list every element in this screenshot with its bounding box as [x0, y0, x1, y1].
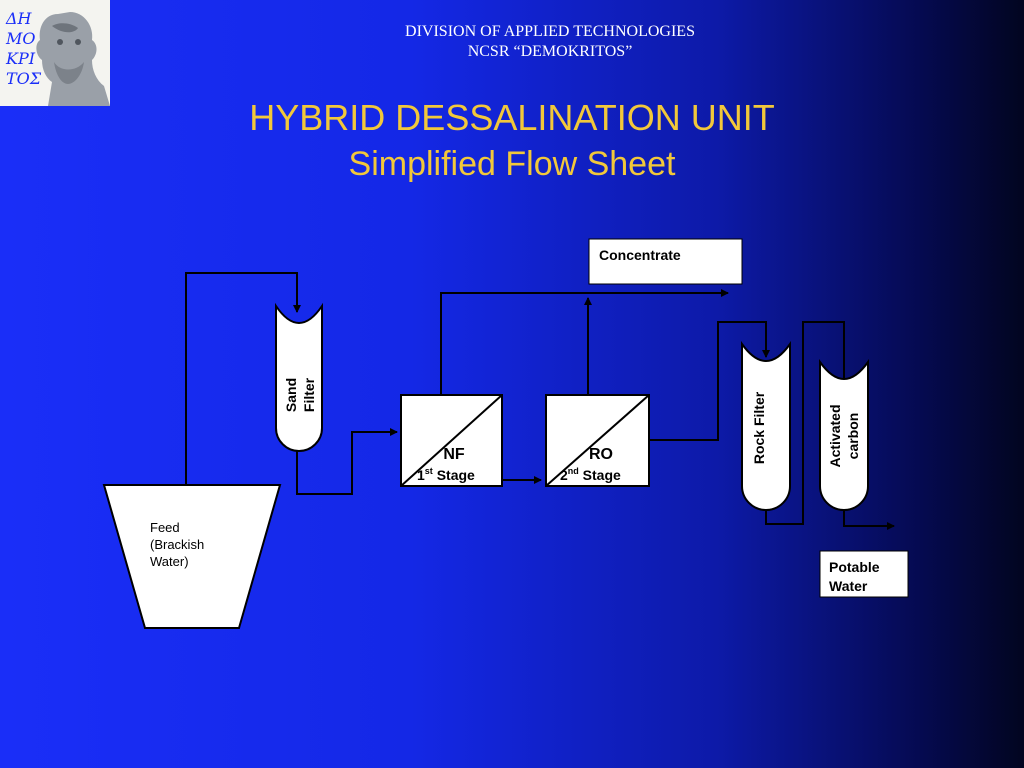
potable-label-2: Water [829, 578, 868, 594]
potable-label-1: Potable [829, 559, 880, 575]
institution-header: DIVISION OF APPLIED TECHNOLOGIES NCSR “D… [300, 22, 800, 62]
page-title: HYBRID DESSALINATION UNIT [249, 97, 775, 138]
svg-text:ΜΟ: ΜΟ [5, 29, 36, 48]
ro-stage-label: 2nd Stage [560, 466, 621, 483]
rock-filter-label: Rock Filter [751, 391, 767, 464]
svg-text:ΚΡΙ: ΚΡΙ [5, 49, 36, 68]
nf-membrane-line [400, 394, 503, 487]
feed-tank [102, 484, 282, 629]
nf-stage-label: 1st Stage [417, 466, 475, 483]
pipe-feed-to-sand [185, 272, 301, 485]
sand-filter-label-1: Sand [283, 378, 299, 412]
potable-water-box [819, 550, 909, 598]
activated-carbon-filter [819, 358, 869, 511]
feed-label-1: Feed [150, 520, 180, 535]
sand-filter [275, 302, 323, 452]
feed-label-2: (Brackish [150, 537, 204, 552]
activated-carbon-label-1: Activated [827, 404, 843, 467]
activated-carbon-label-2: carbon [845, 413, 861, 460]
demokritos-logo: ΔΗ ΜΟ ΚΡΙ ΤΟΣ [0, 0, 110, 106]
header-ncsr: NCSR “DEMOKRITOS” [467, 43, 633, 60]
page-subtitle: Simplified Flow Sheet [348, 145, 676, 183]
pipe-concentrate [440, 289, 729, 395]
concentrate-label: Concentrate [599, 247, 681, 263]
svg-text:ΤΟΣ: ΤΟΣ [6, 69, 42, 88]
pipe-rock-to-carbon [765, 321, 848, 525]
sand-filter-label-2: Filter [301, 377, 317, 412]
pipe-carbon-outlet [843, 510, 895, 530]
feed-label-3: Water) [150, 554, 189, 569]
header-division: DIVISION OF APPLIED TECHNOLOGIES [405, 23, 695, 40]
pipe-sand-to-nf [296, 428, 398, 495]
nf-label: NF [443, 446, 465, 463]
pipe-ro-to-rock [649, 321, 770, 441]
rock-filter [741, 340, 791, 511]
concentrate-box [588, 238, 743, 285]
ro-membrane-line [545, 394, 650, 487]
logo-text: ΔΗ [5, 9, 33, 28]
ro-label: RO [589, 446, 613, 463]
bust-logo-icon: ΔΗ ΜΟ ΚΡΙ ΤΟΣ [0, 0, 110, 106]
